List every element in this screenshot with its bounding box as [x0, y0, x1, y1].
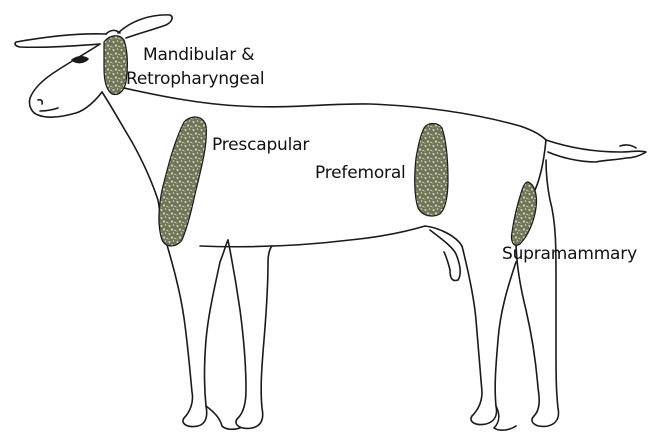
rump: [534, 140, 546, 192]
label-prescapular: Prescapular: [212, 135, 309, 156]
prefemoral-node: [415, 124, 448, 217]
label-supramammary: Supramammary: [502, 244, 637, 265]
label-mandibular: Mandibular &: [143, 45, 254, 66]
label-retropharyngeal: Retropharyngeal: [126, 69, 264, 90]
left-ear: [15, 34, 106, 47]
hind-leg-left: [462, 246, 516, 425]
eye: [72, 57, 88, 63]
belly: [200, 226, 462, 247]
prescapular-node: [159, 117, 206, 246]
mandibular-retropharyngeal-node: [104, 36, 127, 95]
neck-front: [102, 92, 165, 238]
supramammary-node: [511, 182, 536, 245]
udder: [430, 230, 460, 281]
nostril: [38, 100, 42, 104]
front-leg-right: [228, 240, 272, 428]
mouth: [40, 108, 58, 111]
tail: [546, 140, 646, 162]
front-leg-left: [165, 238, 228, 427]
face-outline: [29, 44, 102, 117]
right-ear: [118, 15, 172, 38]
label-prefemoral: Prefemoral: [315, 163, 406, 184]
